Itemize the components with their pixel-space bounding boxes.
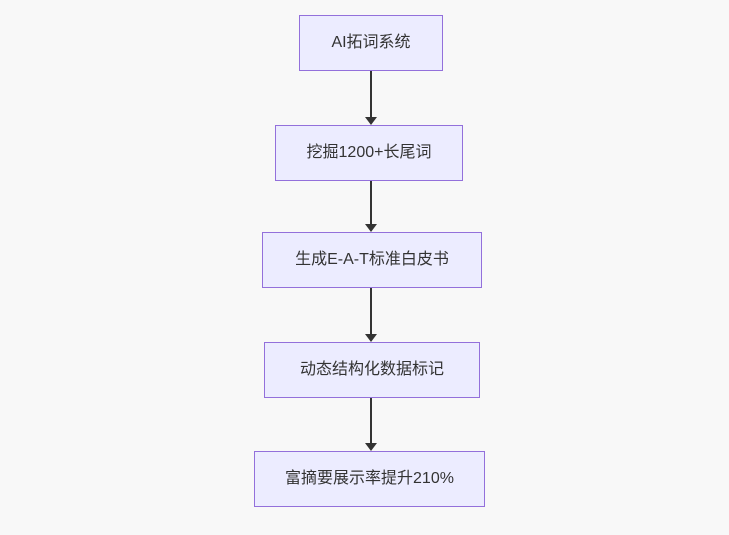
node-label: 富摘要展示率提升210% (285, 470, 454, 488)
flowchart-node-structured-data: 动态结构化数据标记 (264, 342, 480, 398)
arrow-line (370, 288, 372, 334)
arrow-line (370, 181, 372, 224)
flow-arrow-4 (365, 398, 377, 451)
flow-arrow-2 (365, 181, 377, 232)
flowchart-node-ai-system: AI拓词系统 (299, 15, 443, 71)
flowchart-node-rich-snippet-result: 富摘要展示率提升210% (254, 451, 485, 507)
arrow-line (370, 71, 372, 117)
flowchart-node-longtail-mining: 挖掘1200+长尾词 (275, 125, 463, 181)
node-label: 动态结构化数据标记 (299, 361, 444, 379)
node-label: AI拓词系统 (331, 34, 411, 52)
arrow-head-icon (365, 443, 377, 451)
arrow-head-icon (365, 117, 377, 125)
arrow-line (370, 398, 372, 443)
flow-arrow-3 (365, 288, 377, 342)
flow-arrow-1 (365, 71, 377, 125)
node-label: 生成E-A-T标准白皮书 (295, 251, 449, 269)
arrow-head-icon (365, 224, 377, 232)
arrow-head-icon (365, 334, 377, 342)
flowchart-node-eat-whitepaper: 生成E-A-T标准白皮书 (262, 232, 482, 288)
node-label: 挖掘1200+长尾词 (306, 144, 432, 162)
